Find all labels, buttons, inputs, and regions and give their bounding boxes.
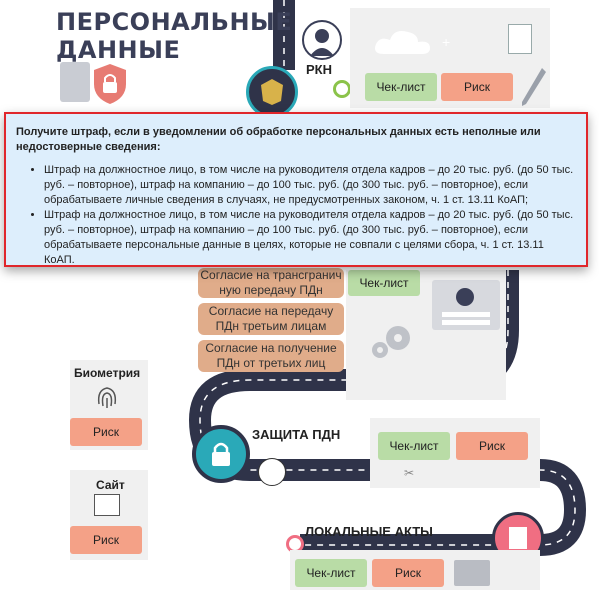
scissors-icon: ✂ <box>404 466 415 480</box>
popup-list-item: Штраф на должностное лицо, в том числе н… <box>44 208 576 268</box>
shield-lock-icon <box>94 64 126 104</box>
site-label: Сайт <box>96 478 125 492</box>
documents-icon <box>508 24 532 54</box>
login-form-icon <box>432 280 500 330</box>
title-line-1: ПЕРСОНАЛЬНЫЕ <box>56 8 293 36</box>
local-acts-label: ЛОКАЛЬНЫЕ АКТЫ <box>305 524 433 539</box>
gears-icon <box>372 326 410 358</box>
route-dot <box>333 80 351 98</box>
local-acts-checklist-button[interactable]: Чек-лист <box>295 559 367 587</box>
rkn-emblem-icon <box>246 66 298 118</box>
person-avatar-icon <box>302 20 342 60</box>
pen-icon <box>522 68 546 106</box>
consent-third-parties[interactable]: Согласие на передачу ПДн третьим лицам <box>198 303 344 335</box>
consent-checklist-button[interactable]: Чек-лист <box>348 270 420 296</box>
folder-icon <box>454 560 490 586</box>
consent-transborder[interactable]: Согласие на трансгранич ную передачу ПДн <box>198 268 344 298</box>
local-acts-risk-button[interactable]: Риск <box>372 559 444 587</box>
fine-info-popup: Получите штраф, если в уведомлении об об… <box>4 112 588 267</box>
biometry-label: Биометрия <box>74 366 141 380</box>
page-title: ПЕРСОНАЛЬНЫЕ ДАННЫЕ <box>56 8 292 64</box>
title-line-2: ДАННЫЕ <box>56 36 181 64</box>
laptop-icon <box>60 62 90 102</box>
biometry-risk-button[interactable]: Риск <box>70 418 142 446</box>
protection-checklist-button[interactable]: Чек-лист <box>378 432 450 460</box>
protection-label: ЗАЩИТА ПДН <box>252 427 341 442</box>
website-icon <box>94 494 120 516</box>
consent-from-third[interactable]: Согласие на получение ПДн от третьих лиц <box>198 340 344 372</box>
officer-avatar-icon <box>258 458 286 486</box>
plus-icon: + <box>442 34 451 50</box>
popup-list: Штраф на должностное лицо, в том числе н… <box>16 163 576 268</box>
cloud-icon <box>375 31 430 54</box>
protection-risk-button[interactable]: Риск <box>456 432 528 460</box>
protection-lock-icon <box>192 425 250 483</box>
rkn-risk-button[interactable]: Риск <box>441 73 513 101</box>
site-risk-button[interactable]: Риск <box>70 526 142 554</box>
fingerprint-icon <box>97 387 117 408</box>
popup-list-item: Штраф на должностное лицо, в том числе н… <box>44 163 576 208</box>
popup-title: Получите штраф, если в уведомлении об об… <box>16 126 541 153</box>
rkn-label: РКН <box>306 62 332 77</box>
rkn-checklist-button[interactable]: Чек-лист <box>365 73 437 101</box>
